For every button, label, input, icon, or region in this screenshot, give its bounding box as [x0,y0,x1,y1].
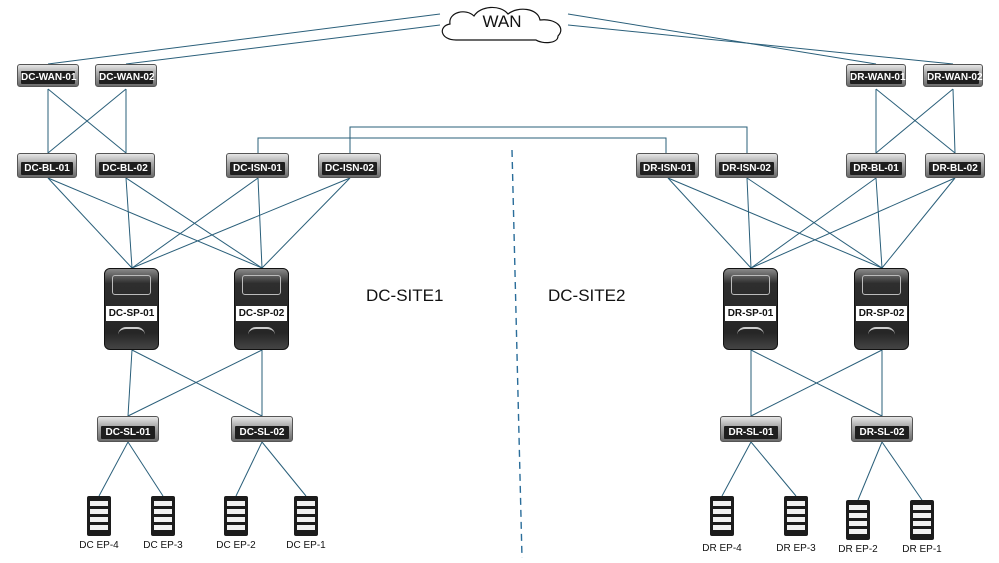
device-label: DR-SP-02 [856,306,907,321]
device-label: DR-BL-02 [929,162,981,175]
switch-dr-isn-01[interactable]: DR-ISN-01 [636,153,699,178]
endpoint-label-dr-ep-1: DR EP-1 [902,544,942,555]
device-label: DR-SL-02 [855,426,909,439]
endpoint-label-dr-ep-2: DR EP-2 [838,544,878,555]
device-label: DC-SP-01 [106,306,157,321]
device-label: DC-WAN-02 [99,71,155,84]
endpoint-label-dc-ep-3: DC EP-3 [143,540,183,551]
device-label: DR-WAN-02 [927,71,983,84]
device-label: DR-SL-01 [724,426,778,439]
endpoint-label-dc-ep-1: DC EP-1 [286,540,326,551]
device-label: DR-BL-01 [850,162,902,175]
device-label: DC-ISN-02 [322,162,377,175]
wan-cloud-icon [441,6,562,44]
spine-panel [112,275,151,295]
switch-dc-bl-01[interactable]: DC-BL-01 [17,153,77,178]
spine-base [118,327,145,343]
server-icon[interactable] [784,496,808,536]
device-label: DC-BL-01 [21,162,73,175]
endpoint-label-dr-ep-3: DR EP-3 [776,543,816,554]
switch-dc-sl-02[interactable]: DC-SL-02 [231,416,293,442]
switch-dc-bl-02[interactable]: DC-BL-02 [95,153,155,178]
router-dr-wan-02[interactable]: DR-WAN-02 [923,64,983,87]
spine-panel [242,275,281,295]
spine-panel [731,275,770,295]
link-wan-dc-wan-01 [47,13,441,65]
device-label: DR-ISN-01 [640,162,695,175]
switch-dc-isn-02[interactable]: DC-ISN-02 [318,153,381,178]
spine-base [737,327,764,343]
spine-dc-sp-01[interactable]: DC-SP-01 [104,268,159,350]
endpoint-label-dc-ep-2: DC EP-2 [216,540,256,551]
server-icon[interactable] [710,496,734,536]
router-dc-wan-02[interactable]: DC-WAN-02 [95,64,157,87]
server-icon[interactable] [846,500,870,540]
spine-base [248,327,275,343]
link-wan-dc-wan-02 [125,24,441,65]
router-dc-wan-01[interactable]: DC-WAN-01 [17,64,79,87]
spine-panel [862,275,901,295]
device-label: DC-ISN-01 [230,162,285,175]
spine-dc-sp-02[interactable]: DC-SP-02 [234,268,289,350]
device-label: DC-SP-02 [236,306,287,321]
device-label: DR-WAN-01 [850,71,906,84]
site-label-right: DC-SITE2 [548,286,626,305]
link-isn-01-intersite [257,137,667,153]
endpoint-label-dc-ep-4: DC EP-4 [79,540,119,551]
server-icon[interactable] [294,496,318,536]
spine-dr-sp-02[interactable]: DR-SP-02 [854,268,909,350]
server-icon[interactable] [87,496,111,536]
wan-label: WAN [482,12,522,31]
switch-dc-sl-01[interactable]: DC-SL-01 [97,416,159,442]
switch-dc-isn-01[interactable]: DC-ISN-01 [226,153,289,178]
endpoint-label-dr-ep-4: DR EP-4 [702,543,742,554]
server-icon[interactable] [224,496,248,536]
device-label: DC-WAN-01 [21,71,77,84]
link-wan-dr-wan-01 [567,13,877,65]
switch-dr-bl-02[interactable]: DR-BL-02 [925,153,985,178]
switch-dr-sl-02[interactable]: DR-SL-02 [851,416,913,442]
server-icon[interactable] [151,496,175,536]
link-isn-02-intersite [349,126,748,153]
switch-dr-sl-01[interactable]: DR-SL-01 [720,416,782,442]
device-label: DC-SL-01 [101,426,155,439]
server-icon[interactable] [910,500,934,540]
switch-dr-isn-02[interactable]: DR-ISN-02 [715,153,778,178]
router-dr-wan-01[interactable]: DR-WAN-01 [846,64,906,87]
device-label: DR-SP-01 [725,306,776,321]
site-divider-line [511,149,523,559]
device-label: DC-SL-02 [235,426,289,439]
device-label: DC-BL-02 [99,162,151,175]
switch-dr-bl-01[interactable]: DR-BL-01 [846,153,906,178]
spine-dr-sp-01[interactable]: DR-SP-01 [723,268,778,350]
link-wan-dr-wan-02 [567,24,954,65]
device-label: DR-ISN-02 [719,162,774,175]
site-label-left: DC-SITE1 [366,286,444,305]
spine-base [868,327,895,343]
